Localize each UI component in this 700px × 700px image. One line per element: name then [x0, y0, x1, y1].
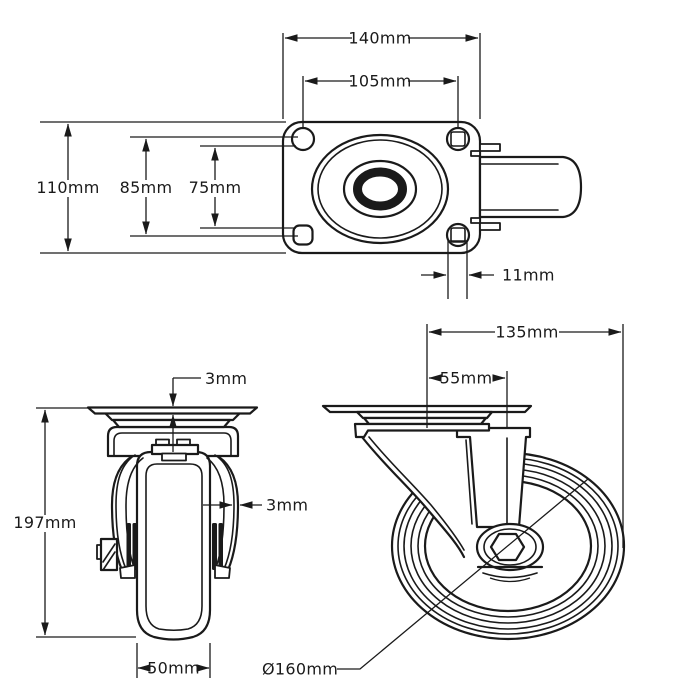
kingpin-cap — [150, 438, 200, 462]
bolt-slot-top-right — [450, 131, 466, 147]
fork-nub-bottom — [470, 217, 481, 224]
swivel-flange-side — [353, 422, 491, 439]
dim-plate-thickness: 3mm — [169, 369, 247, 452]
dim-label-overall-length: 135mm — [495, 323, 558, 342]
fork-nub-top — [470, 150, 481, 157]
bolt-slot-bottom-right — [450, 227, 466, 243]
top-view: 140mm 105mm 110mm 85mm — [36, 29, 583, 299]
swivel-housing-side-fill — [362, 437, 492, 570]
side-view: 135mm 55mm Ø160mm — [262, 323, 626, 679]
dim-label-plate-thickness: 3mm — [205, 369, 247, 388]
dim-swivel-offset: 55mm — [428, 369, 508, 428]
fork-tab-bottom — [479, 222, 501, 231]
dim-label-swivel-offset: 55mm — [440, 369, 493, 388]
bolt-hole-bottom-left — [292, 224, 314, 246]
dim-bolt-spacing-depth: 85mm — [120, 136, 298, 237]
dim-label-overall-height: 197mm — [13, 513, 76, 532]
dim-label-bolt-spacing-depth: 85mm — [120, 178, 173, 197]
swivel-housing-side-edge — [360, 435, 466, 559]
dim-bolt-hole-diameter: 11mm — [421, 240, 555, 299]
dim-label-wheel-width: 50mm — [147, 659, 200, 678]
dim-label-fork-thickness: 3mm — [266, 496, 308, 515]
bolt-hole-top-right — [445, 126, 471, 152]
dim-overall-height: 197mm — [13, 407, 136, 638]
dim-plate-depth: 110mm — [36, 121, 286, 254]
tread-groove-right — [212, 523, 217, 570]
dim-label-plate-width: 140mm — [348, 29, 411, 48]
bolt-hole-top-left — [290, 126, 316, 152]
swivel-bearing-rings — [310, 133, 450, 245]
front-view: 3mm 197mm 3mm 50mm — [13, 369, 308, 678]
wheel-top-view — [470, 143, 583, 231]
bolt-hole-bottom-right — [445, 222, 471, 248]
dim-plate-width: 140mm — [282, 29, 481, 119]
brake-bracket — [96, 537, 119, 572]
dim-fork-thickness: 3mm — [203, 496, 308, 515]
dim-bolt-slot-spacing: 75mm — [189, 145, 296, 229]
dim-bolt-spacing-width: 105mm — [302, 72, 459, 127]
dim-label-bolt-hole-diameter: 11mm — [502, 266, 555, 285]
dim-wheel-width: 50mm — [136, 643, 211, 678]
dim-label-wheel-diameter: Ø160mm — [262, 660, 338, 679]
fork-tab-top — [479, 143, 501, 152]
diameter-leader-line — [337, 478, 589, 670]
dim-label-plate-depth: 110mm — [36, 178, 99, 197]
tread-groove-left — [132, 523, 137, 570]
mounting-plate-front — [86, 406, 259, 415]
wheel-front-view — [126, 450, 223, 641]
swivel-race-lower — [111, 418, 232, 429]
dim-overall-length: 135mm — [426, 323, 624, 548]
dim-label-bolt-slot-spacing: 75mm — [189, 178, 242, 197]
fork-leg-right — [206, 454, 240, 579]
dim-label-bolt-spacing-width: 105mm — [348, 72, 411, 91]
